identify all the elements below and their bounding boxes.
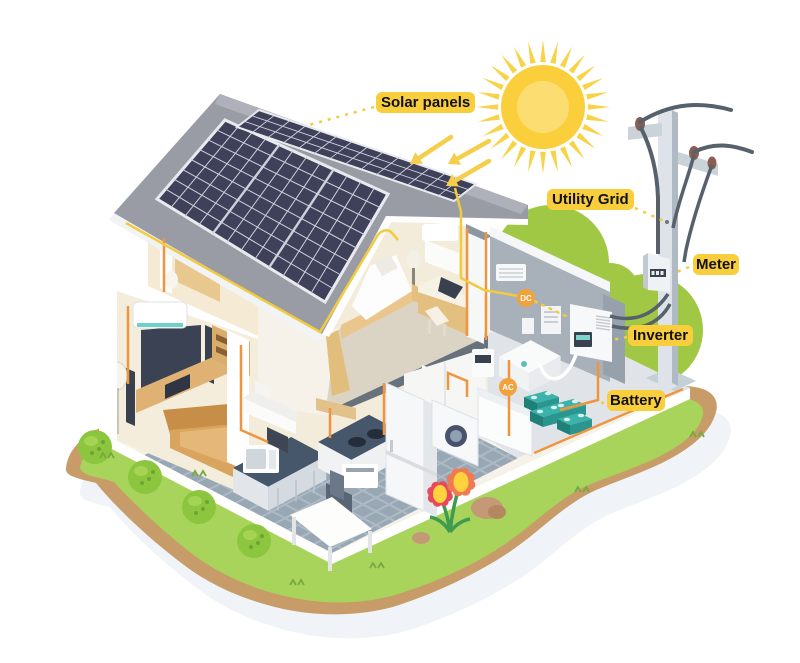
svg-text:DC: DC: [520, 294, 532, 303]
svg-text:AC: AC: [502, 383, 514, 392]
